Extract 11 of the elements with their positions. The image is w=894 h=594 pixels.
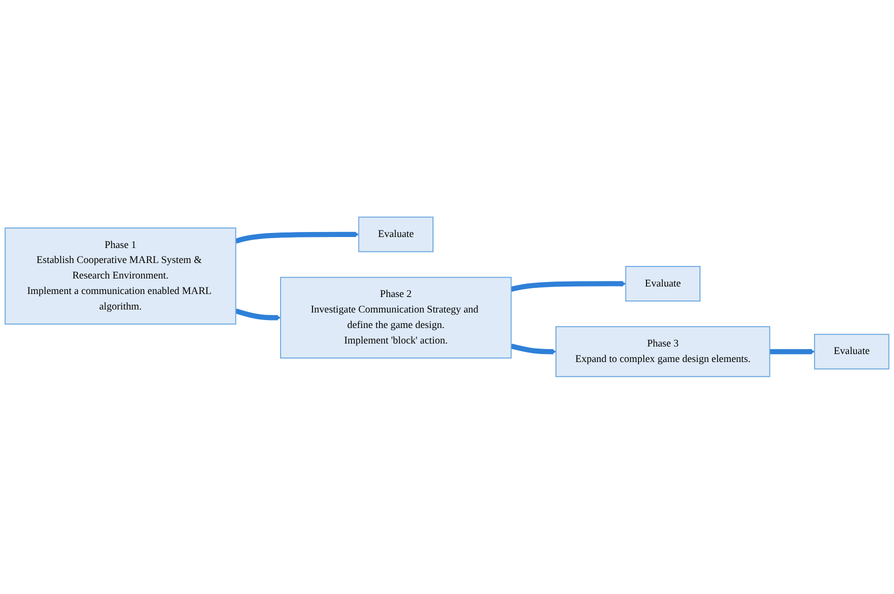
- node-box: Evaluate: [358, 216, 434, 252]
- arrow: [235, 308, 281, 321]
- arrow: [235, 232, 359, 244]
- node-box: Phase 3 Expand to complex game design elements.: [556, 326, 770, 378]
- node-box: Phase 1 Establish Cooperative MARL System & Research Environment. Implement a communication enabled MARL algorithm.: [4, 228, 236, 325]
- node-box: Evaluate: [625, 266, 700, 302]
- arrow: [510, 281, 626, 292]
- node-box: Phase 2 Investigate Communication Strategy and define the game design. Implement 'block' action.: [280, 276, 512, 359]
- node-box: Evaluate: [814, 334, 890, 370]
- arrow: [510, 344, 556, 355]
- arrow: [770, 348, 815, 355]
